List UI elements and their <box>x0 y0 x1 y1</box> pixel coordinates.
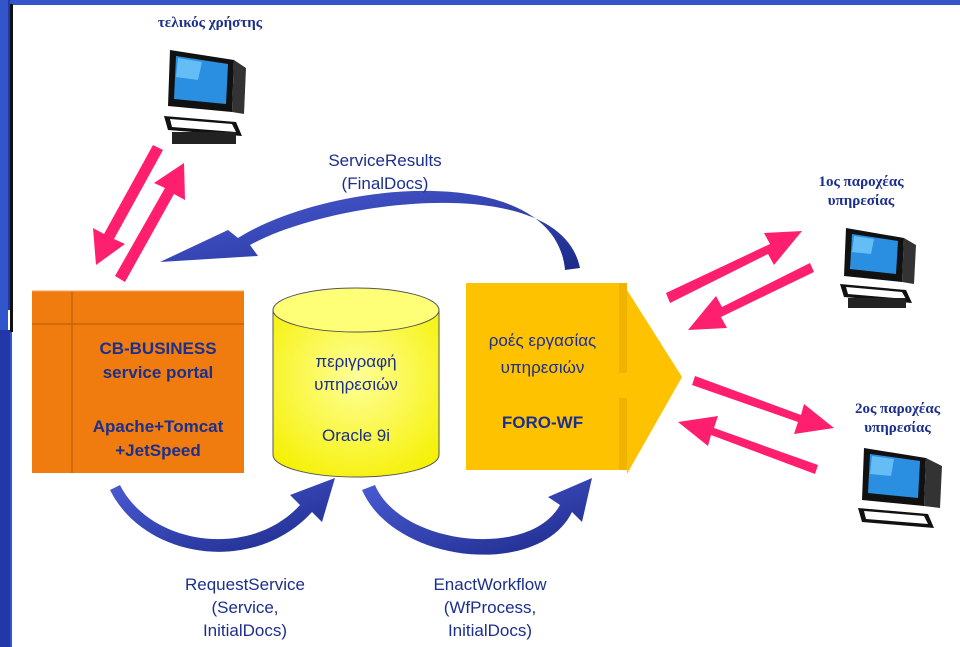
workflow-line2: υπηρεσιών <box>500 358 585 377</box>
panel-edge <box>0 0 8 330</box>
panel-shadow <box>10 4 13 332</box>
request-service-arrow <box>110 478 335 552</box>
portal-line3: Apache+Tomcat <box>92 417 224 436</box>
portal-line1: CB-BUSINESS <box>99 339 217 358</box>
provider1-computer-icon <box>840 228 916 308</box>
enact-workflow-arrow <box>362 478 592 555</box>
database-line3: Oracle 9i <box>321 426 391 445</box>
database-line2: υπηρεσιών <box>314 375 398 394</box>
request-service-label: RequestService <box>184 575 305 594</box>
user-link-arrows <box>93 145 185 282</box>
provider2-label-line1: 2ος παροχέας <box>854 401 941 417</box>
database-cylinder <box>272 287 440 478</box>
portal-line2: service portal <box>102 363 214 382</box>
enact-workflow-label: EnactWorkflow <box>433 575 547 594</box>
request-service-arg1: (Service, <box>211 598 279 617</box>
end-user-label: τελικός χρήστης <box>157 15 263 31</box>
enact-workflow-arg1: (WfProcess, <box>443 598 537 617</box>
workflow-line3: FORO-WF <box>501 413 584 432</box>
portal-line4: +JetSpeed <box>115 441 201 460</box>
provider2-label-line2: υπηρεσίας <box>864 420 931 436</box>
service-results-arrow <box>160 190 580 270</box>
database-line1: περιγραφή <box>315 352 397 371</box>
end-user-computer-icon <box>164 50 246 144</box>
provider-link-arrows <box>666 231 834 474</box>
workflow-box <box>466 283 682 474</box>
provider1-label-line2: υπηρεσίας <box>827 193 895 209</box>
workflow-line1: ροές εργασίας <box>488 331 597 350</box>
service-results-label: ServiceResults <box>328 151 442 170</box>
enact-workflow-arg2: InitialDocs) <box>447 621 533 640</box>
provider2-computer-icon <box>858 448 942 528</box>
provider1-label-line1: 1ος παροχέας <box>818 174 904 190</box>
portal-box <box>32 290 244 473</box>
service-results-args: (FinalDocs) <box>341 174 429 193</box>
request-service-arg2: InitialDocs) <box>202 621 288 640</box>
